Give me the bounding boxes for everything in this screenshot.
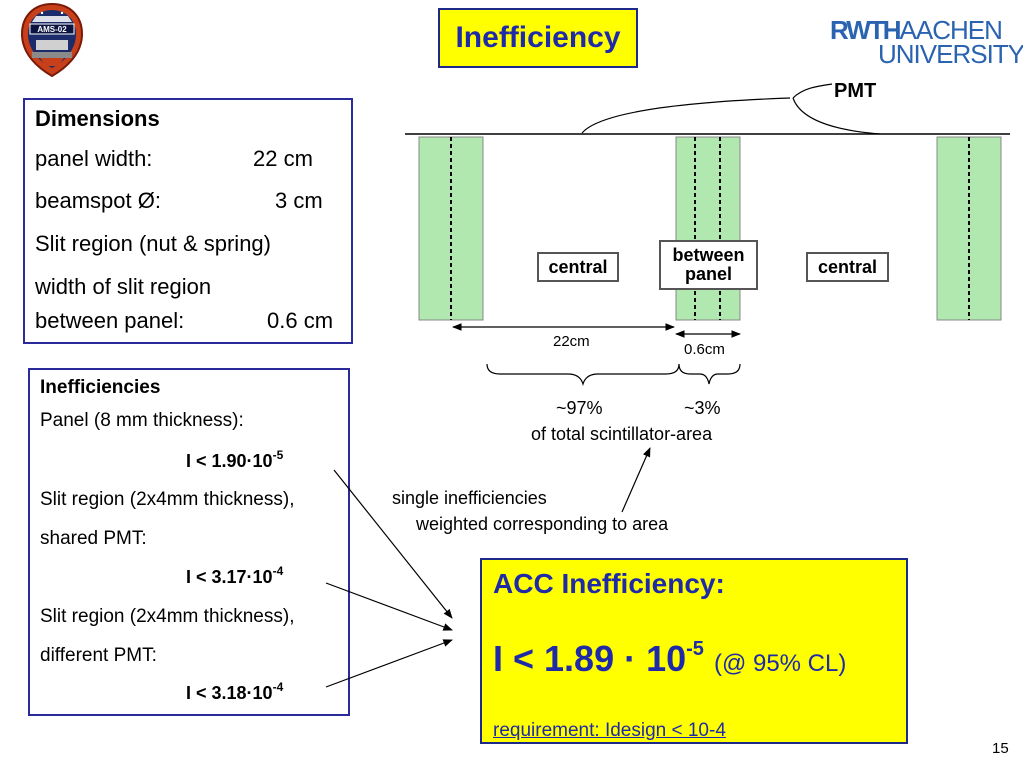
acc-value-base: I < 1.89 · 10 xyxy=(493,638,687,679)
area-note-label: of total scintillator-area xyxy=(531,424,713,444)
page-title: Inefficiency xyxy=(438,8,638,68)
brace-3-percent xyxy=(678,363,741,385)
between-panel-line-1: between xyxy=(672,245,745,265)
rwth-logo-part-a: RWTH xyxy=(830,15,902,45)
inefficiencies-box: Inefficiencies Panel (8 mm thickness): I… xyxy=(28,368,350,716)
inefficiencies-heading: Inefficiencies xyxy=(40,377,161,398)
between-panel-label: between panel xyxy=(659,240,758,290)
panel-value-exponent: -5 xyxy=(272,448,284,462)
rwth-logo-part-b: AACHEN xyxy=(899,15,1003,45)
panel-label: Panel (8 mm thickness): xyxy=(40,410,244,431)
arrow-slit-shared-to-acc xyxy=(325,582,453,631)
panel-strip-middle xyxy=(675,136,741,321)
dimensions-box: Dimensions panel width: 22 cm beamspot Ø… xyxy=(23,98,353,344)
arrow-panel-to-acc xyxy=(333,469,453,619)
panel-width-value: 22 cm xyxy=(253,146,313,171)
slit-different-value-base: I < 3.18·10 xyxy=(186,683,273,703)
slit-shared-label-1: Slit region (2x4mm thickness), xyxy=(40,489,295,510)
slit-width-label-1: width of slit region xyxy=(35,274,212,299)
slit-different-value-exponent: -4 xyxy=(272,680,284,694)
page-number: 15 xyxy=(992,740,1009,757)
central-label-left: central xyxy=(537,252,619,282)
beamspot-label: beamspot Ø: xyxy=(35,188,161,213)
acc-inefficiency-box: ACC Inefficiency: I < 1.89 · 10-5 (@ 95%… xyxy=(480,558,908,744)
slit-region-label: Slit region (nut & spring) xyxy=(35,231,271,256)
rwth-logo-part-c: UNIVERSITY xyxy=(878,39,1023,69)
slit-width-value: 0.6 cm xyxy=(267,308,334,333)
percent-3-label: ~3% xyxy=(684,398,721,418)
beamspot-value: 3 cm xyxy=(275,188,323,213)
rwth-aachen-logo: RWTHAACHEN UNIVERSITY xyxy=(830,15,1023,70)
slit-shared-inefficiency-value: I < 3.17·10-4 xyxy=(186,564,284,588)
arrow-slit-different-to-acc xyxy=(325,639,453,688)
svg-text:AMS-02: AMS-02 xyxy=(37,25,67,34)
slit-different-inefficiency-value: I < 3.18·10-4 xyxy=(186,680,284,704)
slit-different-label-2: different PMT: xyxy=(40,645,157,666)
acc-confidence-level: (@ 95% CL) xyxy=(713,650,847,677)
percent-97-label: ~97% xyxy=(556,398,603,418)
slit-width-label-2: between panel: xyxy=(35,308,185,333)
weight-note-line-1: single inefficiencies xyxy=(392,488,547,508)
slit-shared-value-base: I < 3.17·10 xyxy=(186,567,273,587)
pmt-pointer-right xyxy=(792,83,881,135)
slit-shared-label-2: shared PMT: xyxy=(40,528,147,549)
area-pointer-arrow xyxy=(621,447,651,513)
slit-shared-value-exponent: -4 xyxy=(272,564,284,578)
weight-note-line-2: weighted corresponding to area xyxy=(416,514,669,534)
brace-97-percent xyxy=(486,363,680,387)
central-label-right: central xyxy=(806,252,889,282)
acc-inefficiency-value: I < 1.89 · 10-5 (@ 95% CL) xyxy=(493,638,846,680)
dimensions-heading: Dimensions xyxy=(35,106,160,131)
slit-different-label-1: Slit region (2x4mm thickness), xyxy=(40,606,295,627)
between-panel-line-2: panel xyxy=(684,264,732,284)
panel-width-label: panel width: xyxy=(35,146,153,171)
panel-value-base: I < 1.90·10 xyxy=(186,451,273,471)
acc-heading: ACC Inefficiency: xyxy=(493,568,725,599)
acc-requirement: requirement: Idesign < 10-4 xyxy=(493,720,726,741)
pmt-label: PMT xyxy=(834,80,877,102)
ams-02-logo: AMS-02 xyxy=(18,2,86,78)
acc-value-exponent: -5 xyxy=(686,638,704,660)
dimension-06cm-label: 0.6cm xyxy=(684,341,725,358)
pmt-pointer-left xyxy=(581,97,791,134)
panel-inefficiency-value: I < 1.90·10-5 xyxy=(186,448,284,472)
dimension-22cm-label: 22cm xyxy=(553,333,590,350)
